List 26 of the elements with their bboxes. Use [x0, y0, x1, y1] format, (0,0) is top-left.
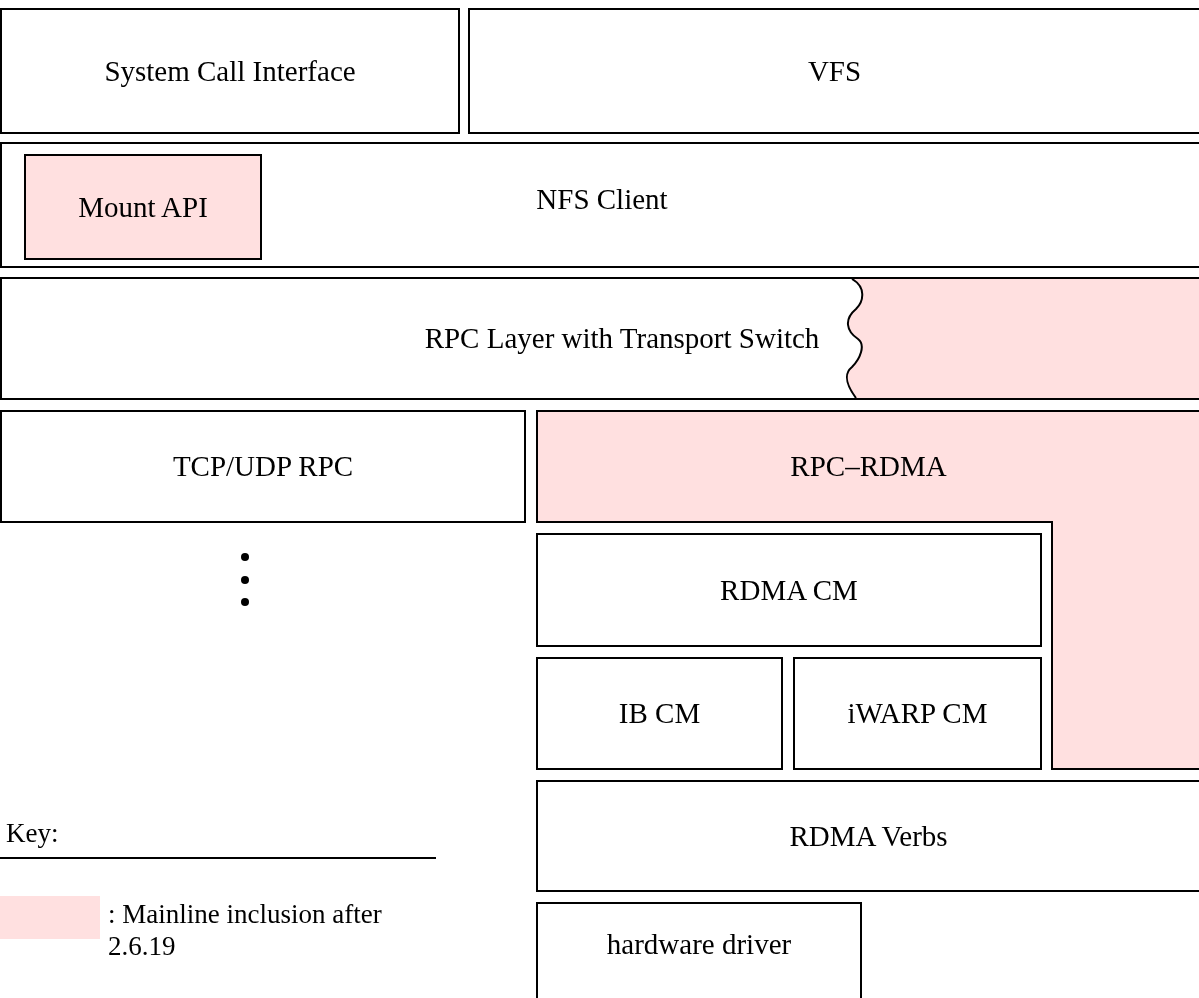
layer-label: VFS — [807, 53, 862, 89]
layer-label: RPC Layer with Transport Switch — [424, 321, 820, 357]
layer-box — [0, 410, 526, 523]
layer-box — [536, 657, 783, 770]
layer-box — [24, 154, 262, 260]
layer-label: System Call Interface — [104, 53, 356, 89]
layer-label: NFS Client — [536, 181, 668, 217]
key-heading: Key: — [6, 818, 59, 849]
layer-label: Mount API — [78, 189, 208, 225]
layer-box — [536, 533, 1042, 647]
layer-box — [536, 780, 1199, 892]
layer-box — [536, 902, 862, 998]
layer-label: TCP/UDP RPC — [172, 449, 354, 485]
layer-box — [536, 410, 1199, 770]
layer-label: hardware driver — [606, 926, 792, 962]
layer-box — [0, 277, 1199, 400]
layer-box — [0, 142, 1199, 268]
layer-label: iWARP CM — [847, 696, 988, 732]
layer-label: RDMA Verbs — [789, 818, 948, 854]
legend-label: : Mainline inclusion after 2.6.19 — [108, 898, 383, 963]
layer-label: IB CM — [618, 696, 701, 732]
layer-label: RPC–RDMA — [790, 449, 947, 485]
layer-box — [468, 8, 1199, 134]
layer-box — [793, 657, 1042, 770]
layer-box — [0, 8, 460, 134]
layer-label: RDMA CM — [720, 572, 858, 608]
